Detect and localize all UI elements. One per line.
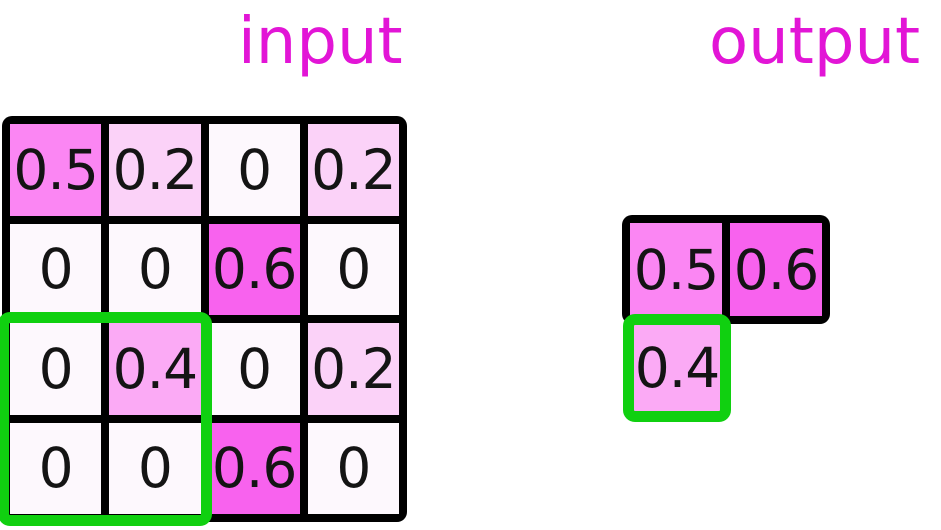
input-cell-r2c4: 0	[307, 223, 399, 315]
input-cell-r2c1: 0	[10, 223, 102, 315]
input-cell-r4c4: 0	[307, 422, 399, 514]
output-cell-r1c2: 0.6	[730, 223, 822, 316]
input-cell-r4c3: 0.6	[208, 422, 300, 514]
input-cell-r2c2: 0	[109, 223, 201, 315]
input-cell-r2c3: 0.6	[208, 223, 300, 315]
input-title: input	[238, 5, 403, 79]
input-cell-r4c1: 0	[10, 422, 102, 514]
input-cell-r1c3: 0	[208, 124, 300, 216]
output-cell-r1c1: 0.5	[630, 223, 722, 316]
input-cell-r1c1: 0.5	[10, 124, 102, 216]
input-cell-r3c3: 0	[208, 323, 300, 415]
input-cell-r3c4: 0.2	[307, 323, 399, 415]
input-cell-r4c2: 0	[109, 422, 201, 514]
pooling-window-highlight	[0, 312, 212, 526]
input-cell-r1c2: 0.2	[109, 124, 201, 216]
input-cell-r1c4: 0.2	[307, 124, 399, 216]
output-highlight-cell: 0.4	[623, 314, 731, 422]
output-title: output	[709, 5, 921, 79]
input-cell-r3c1: 0	[10, 323, 102, 415]
input-cell-r3c2: 0.4	[109, 323, 201, 415]
